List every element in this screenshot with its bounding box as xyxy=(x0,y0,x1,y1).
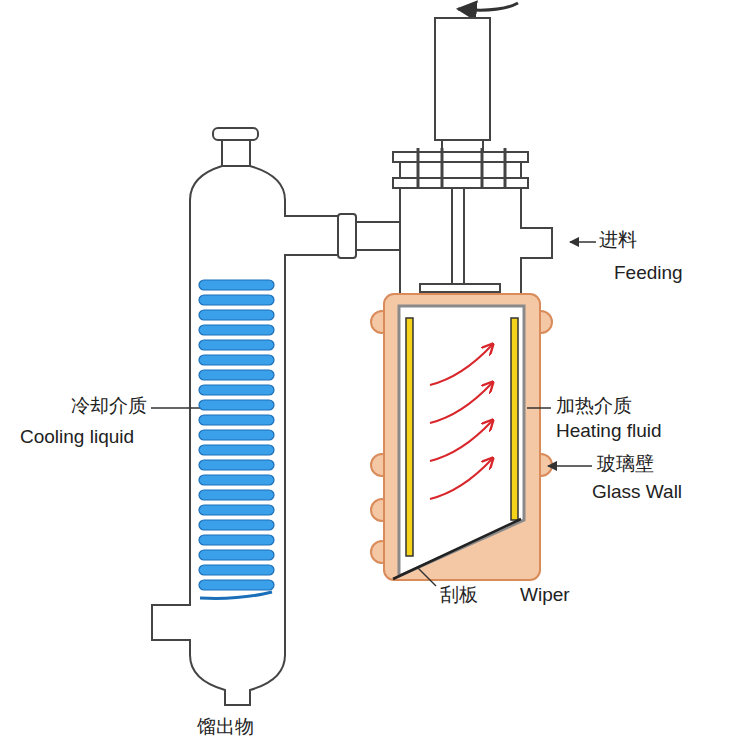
coil-winding xyxy=(199,415,274,425)
coil-winding xyxy=(199,430,274,440)
part-label: 冷却介质 xyxy=(71,395,147,417)
heating-jacket xyxy=(384,294,540,580)
rotation-arrow xyxy=(458,3,518,10)
coil-winding xyxy=(199,505,274,515)
coil-winding xyxy=(199,490,274,500)
rotor-plate xyxy=(420,284,500,292)
motor xyxy=(435,18,490,140)
part-label: Wiper xyxy=(520,584,570,606)
flow-arrow xyxy=(430,383,492,423)
coil-winding xyxy=(199,580,274,590)
coil-winding xyxy=(199,565,274,575)
coil-winding xyxy=(199,325,274,335)
part-label: 刮板 xyxy=(440,584,478,606)
part-label: 加热介质 xyxy=(556,395,632,417)
wiper-edge xyxy=(393,519,521,579)
coil-winding xyxy=(199,520,274,530)
flow-arrow xyxy=(430,459,492,499)
glass-wall-arrow xyxy=(548,465,592,467)
coil-winding xyxy=(199,310,274,320)
part-label: Glass Wall xyxy=(592,481,682,503)
part-label: 进料 xyxy=(599,229,637,251)
flange-bottom xyxy=(393,178,528,188)
condenser-vessel xyxy=(152,166,340,705)
coil-winding xyxy=(199,340,274,350)
motor-neck xyxy=(442,140,483,152)
flange-top xyxy=(393,152,528,162)
part-label: Heating fluid xyxy=(556,420,662,442)
evaporator-head xyxy=(400,188,552,296)
flow-arrow xyxy=(430,345,492,385)
condenser-cap xyxy=(213,128,258,140)
wiper-leader xyxy=(418,568,436,586)
wiper-blade-right xyxy=(511,318,518,520)
coil-winding xyxy=(199,280,274,290)
coil-winding xyxy=(199,385,274,395)
cooling-leader xyxy=(151,407,205,409)
coil-winding xyxy=(199,445,274,455)
coil-tail xyxy=(200,592,272,598)
coil-winding xyxy=(199,460,274,470)
pipe-coupling xyxy=(338,214,356,258)
part-label: 馏出物 xyxy=(197,716,254,738)
coil-winding xyxy=(199,475,274,485)
heating-leader xyxy=(527,407,551,409)
flow-arrow xyxy=(430,421,492,461)
vapour-pipe xyxy=(355,222,403,250)
condenser-neck xyxy=(222,140,250,166)
coil-winding xyxy=(199,535,274,545)
part-label: Cooling liquid xyxy=(20,426,134,448)
coil-winding xyxy=(199,355,274,365)
coil-winding xyxy=(199,550,274,560)
vapour-flow xyxy=(430,345,492,499)
glass-tube xyxy=(399,306,524,576)
wiper-blade-left xyxy=(406,318,413,556)
coil-winding xyxy=(199,370,274,380)
coil-winding xyxy=(199,400,274,410)
feed-arrow xyxy=(570,241,596,243)
rotor-shaft xyxy=(452,188,464,286)
part-label: 玻璃壁 xyxy=(597,453,654,475)
cooling-coil xyxy=(199,280,274,598)
part-label: Feeding xyxy=(614,262,683,284)
coil-winding xyxy=(199,295,274,305)
